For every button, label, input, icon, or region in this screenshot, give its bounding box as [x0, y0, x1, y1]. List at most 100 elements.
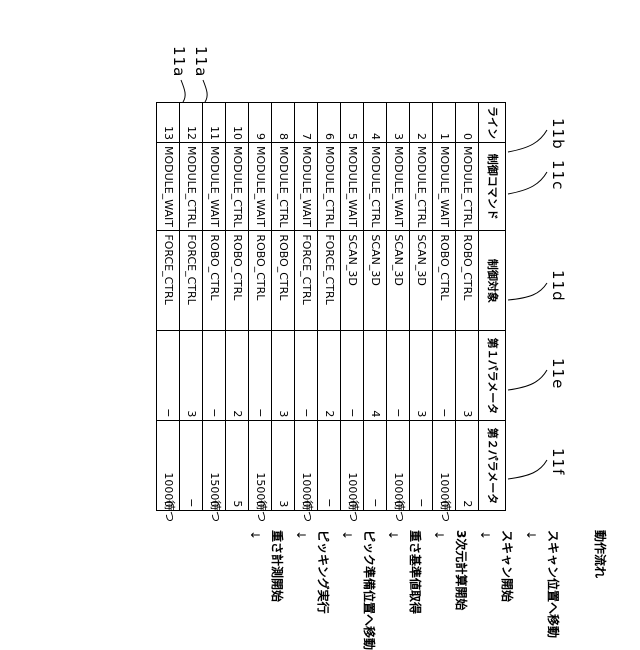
table-row: 2MODULE_CTRLSCAN_3D3−: [410, 103, 433, 511]
flow-arrow: ↓: [429, 530, 449, 540]
leader-11d: [508, 283, 547, 300]
table-cell-p1: 3: [180, 331, 203, 421]
table-cell-line: 11: [203, 103, 226, 143]
table-cell-p2: −: [180, 421, 203, 511]
table-cell-command: MODULE_CTRL: [180, 143, 203, 231]
table-cell-line: 7: [295, 103, 318, 143]
table-cell-command: MODULE_CTRL: [456, 143, 479, 231]
table-cell-target: ROBO_CTRL: [456, 231, 479, 331]
table-cell-line: 12: [180, 103, 203, 143]
table-cell-p2: −: [318, 421, 341, 511]
table-cell-target: ROBO_CTRL: [433, 231, 456, 331]
table-cell-p1: 2: [318, 331, 341, 421]
table-cell-p2: 10000: [295, 421, 318, 511]
leader-11e: [508, 370, 547, 390]
table-row: 9MODULE_WAITROBO_CTRL−15000: [249, 103, 272, 511]
column-header: 制御コマンド: [479, 143, 506, 231]
flow-arrow: ↓: [337, 530, 357, 540]
table-cell-command: MODULE_CTRL: [364, 143, 387, 231]
table-cell-command: MODULE_WAIT: [295, 143, 318, 231]
column-header: 制御対象: [479, 231, 506, 331]
table-cell-p2: 10000: [341, 421, 364, 511]
leader-11a-1: [203, 80, 207, 102]
table-cell-p2: −: [410, 421, 433, 511]
flow-arrow: ↓: [521, 530, 541, 540]
flow-step: スキャン開始: [497, 530, 517, 602]
table-cell-p1: −: [341, 331, 364, 421]
table-cell-p1: −: [203, 331, 226, 421]
table-row: 13MODULE_WAITFORCE_CTRL−10000: [157, 103, 180, 511]
table-cell-line: 0: [456, 103, 479, 143]
table-row: 7MODULE_WAITFORCE_CTRL−10000: [295, 103, 318, 511]
ref-11f: 11f: [549, 448, 567, 475]
table-row: 0MODULE_CTRLROBO_CTRL32: [456, 103, 479, 511]
table-cell-p2: 10000: [157, 421, 180, 511]
wait-label: 待つ: [158, 500, 180, 522]
table-cell-p1: 3: [456, 331, 479, 421]
table-cell-p2: 3: [272, 421, 295, 511]
table-cell-target: SCAN_3D: [341, 231, 364, 331]
table-cell-target: ROBO_CTRL: [272, 231, 295, 331]
table-cell-line: 13: [157, 103, 180, 143]
table-cell-p1: −: [295, 331, 318, 421]
table-cell-p2: −: [364, 421, 387, 511]
table-cell-target: ROBO_CTRL: [249, 231, 272, 331]
leader-11b: [508, 130, 547, 152]
table-cell-p1: −: [387, 331, 410, 421]
leader-11c: [508, 172, 547, 194]
table-cell-command: MODULE_WAIT: [387, 143, 410, 231]
ref-11d: 11d: [549, 270, 567, 302]
table-cell-command: MODULE_WAIT: [249, 143, 272, 231]
table-row: 3MODULE_WAITSCAN_3D−10000: [387, 103, 410, 511]
leader-11a-2: [181, 80, 185, 102]
flow-step: ピッキング実行: [313, 530, 333, 614]
table-cell-line: 9: [249, 103, 272, 143]
wait-label: 待つ: [388, 500, 410, 522]
wait-label: 待つ: [250, 500, 272, 522]
table-cell-p2: 10000: [387, 421, 410, 511]
table-cell-command: MODULE_WAIT: [203, 143, 226, 231]
table-row: 12MODULE_CTRLFORCE_CTRL3−: [180, 103, 203, 511]
table-cell-p1: −: [157, 331, 180, 421]
table-cell-line: 6: [318, 103, 341, 143]
table-cell-p1: −: [433, 331, 456, 421]
wait-label: 待つ: [342, 500, 364, 522]
table-cell-p1: 4: [364, 331, 387, 421]
table-row: 8MODULE_CTRLROBO_CTRL33: [272, 103, 295, 511]
table-cell-target: FORCE_CTRL: [318, 231, 341, 331]
table-cell-target: FORCE_CTRL: [157, 231, 180, 331]
ref-11e: 11e: [549, 358, 567, 389]
wait-label: 待つ: [204, 500, 226, 522]
table-cell-line: 1: [433, 103, 456, 143]
table-cell-command: MODULE_CTRL: [410, 143, 433, 231]
table-cell-p1: −: [249, 331, 272, 421]
flow-step: 重さ計測開始: [267, 530, 287, 602]
table-cell-target: ROBO_CTRL: [203, 231, 226, 331]
wait-label: 待つ: [434, 500, 456, 522]
table-cell-p2: 2: [456, 421, 479, 511]
table-cell-target: SCAN_3D: [387, 231, 410, 331]
table-cell-line: 2: [410, 103, 433, 143]
table-cell-p2: 15000: [249, 421, 272, 511]
table-cell-target: FORCE_CTRL: [180, 231, 203, 331]
table-cell-p1: 2: [226, 331, 249, 421]
table-row: 10MODULE_CTRLROBO_CTRL25: [226, 103, 249, 511]
flow-step: ピック準備位置へ移動: [359, 530, 379, 650]
flow-arrow: ↓: [291, 530, 311, 540]
table-cell-line: 4: [364, 103, 387, 143]
table-cell-target: ROBO_CTRL: [226, 231, 249, 331]
column-header: 第１パラメータ: [479, 331, 506, 421]
control-table: ライン制御コマンド制御対象第１パラメータ第２パラメータ0MODULE_CTRLR…: [156, 102, 506, 511]
table-cell-target: SCAN_3D: [364, 231, 387, 331]
table-cell-p1: 3: [272, 331, 295, 421]
table-row: 11MODULE_WAITROBO_CTRL−15000: [203, 103, 226, 511]
table-row: 4MODULE_CTRLSCAN_3D4−: [364, 103, 387, 511]
table-cell-command: MODULE_WAIT: [433, 143, 456, 231]
ref-11b: 11b: [549, 118, 567, 150]
table-cell-target: FORCE_CTRL: [295, 231, 318, 331]
table-cell-p1: 3: [410, 331, 433, 421]
ref-11a-2: 11a: [170, 46, 188, 77]
table-header-row: ライン制御コマンド制御対象第１パラメータ第２パラメータ: [479, 103, 506, 511]
table-cell-p2: 15000: [203, 421, 226, 511]
